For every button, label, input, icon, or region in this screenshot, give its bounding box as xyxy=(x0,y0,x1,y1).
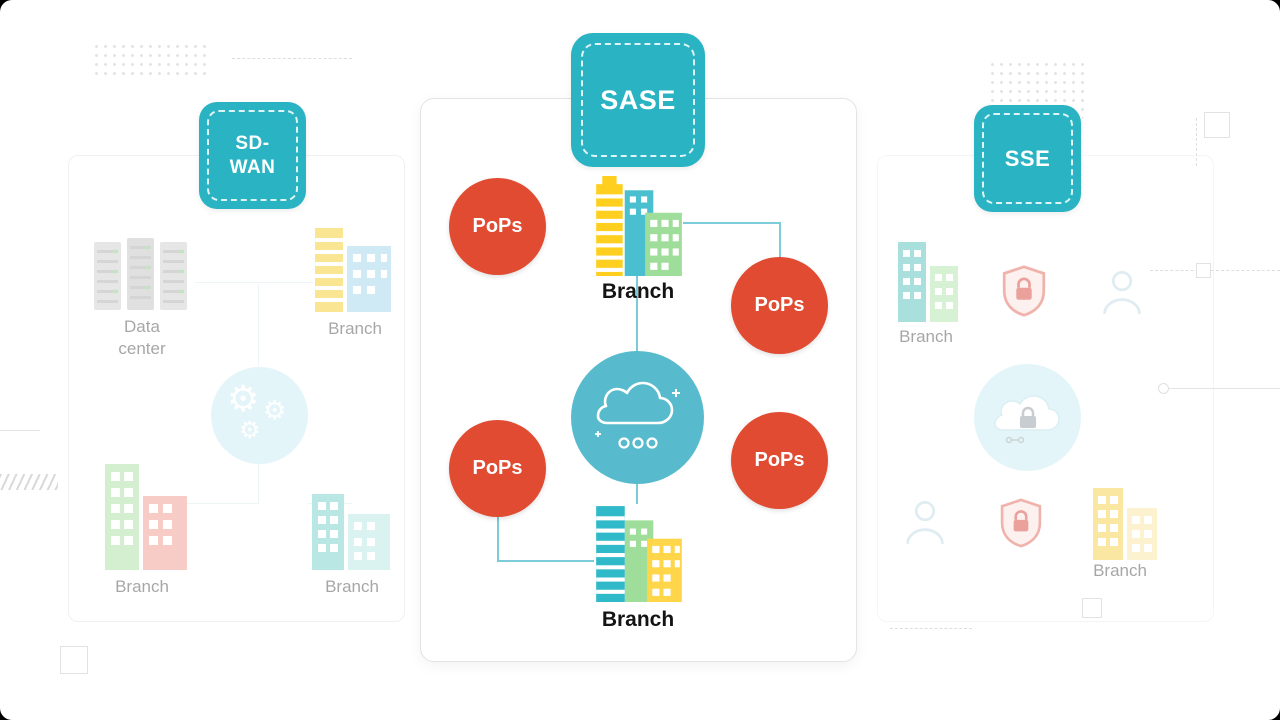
decor-square xyxy=(60,646,88,674)
decor-dashed-line xyxy=(232,58,352,59)
pop-circle-top-left: PoPs xyxy=(449,178,546,275)
sse-badge-border xyxy=(982,113,1073,204)
connector-line xyxy=(779,222,781,258)
pop-circle-bottom-right: PoPs xyxy=(731,412,828,509)
branch-label: Branch xyxy=(601,280,675,303)
decor-dashed-line xyxy=(1150,270,1280,271)
branch-building-icon xyxy=(103,462,189,575)
connector-line xyxy=(497,560,594,562)
sdwan-badge-label-line2: WAN xyxy=(229,156,276,178)
branch-building-icon xyxy=(1091,486,1159,565)
branch-label: Branch xyxy=(325,577,379,596)
connector-line xyxy=(258,284,259,366)
branch-label: Branch xyxy=(115,577,169,596)
sdwan-badge-label-line1: SD- xyxy=(235,132,270,154)
sase-badge: SASE xyxy=(571,33,705,167)
branch-building-icon xyxy=(592,176,684,281)
sase-badge-border xyxy=(581,43,695,157)
branch-label: Branch xyxy=(328,319,382,338)
sse-badge: SSE xyxy=(974,105,1081,212)
sase-cloud-hub xyxy=(571,351,704,484)
connector-line xyxy=(258,464,259,504)
connector-line xyxy=(195,282,313,283)
user-icon xyxy=(903,498,947,551)
decor-square xyxy=(1204,112,1230,138)
decor-dot xyxy=(1158,383,1169,394)
connector-line xyxy=(150,503,258,504)
gear-icon: ⚙ xyxy=(263,395,287,425)
decor-dashed-line xyxy=(890,628,972,629)
pop-circle-top-right: PoPs xyxy=(731,257,828,354)
branch-label: Branch xyxy=(899,327,953,346)
sse-cloud-security-circle xyxy=(974,364,1081,471)
security-shield-lock-icon xyxy=(1002,264,1046,323)
gear-icon: ⚙ xyxy=(227,378,260,419)
branch-building-icon xyxy=(310,492,392,575)
decor-square xyxy=(1196,263,1211,278)
decor-dashed-line xyxy=(1196,118,1197,166)
branch-label: Branch xyxy=(601,608,675,631)
sdwan-badge-border xyxy=(207,110,298,201)
sse-badge-label: SSE xyxy=(1004,145,1051,171)
user-icon xyxy=(1100,268,1144,321)
security-shield-lock-icon xyxy=(1000,497,1042,554)
decor-hatch xyxy=(0,474,58,490)
decor-line xyxy=(1158,388,1280,389)
decor-line xyxy=(0,430,40,431)
pop-circle-bottom-left: PoPs xyxy=(449,420,546,517)
branch-label: Branch xyxy=(1093,561,1147,580)
connector-line xyxy=(497,516,499,562)
decor-dot-grid xyxy=(92,42,212,78)
data-center-icon xyxy=(92,238,192,317)
decor-square xyxy=(1082,598,1102,618)
branch-building-icon xyxy=(313,222,395,317)
sase-badge-label: SASE xyxy=(600,84,676,115)
connector-line xyxy=(636,276,638,351)
data-center-label: Data center xyxy=(118,317,166,359)
sdwan-badge: SD- WAN xyxy=(199,102,306,209)
sdwan-orchestration-circle: ⚙ ⚙ ⚙ xyxy=(211,367,308,464)
branch-building-icon xyxy=(896,240,960,327)
branch-building-icon xyxy=(592,502,684,607)
connector-line xyxy=(636,484,638,504)
connector-line xyxy=(683,222,780,224)
gear-icon: ⚙ xyxy=(239,417,261,444)
